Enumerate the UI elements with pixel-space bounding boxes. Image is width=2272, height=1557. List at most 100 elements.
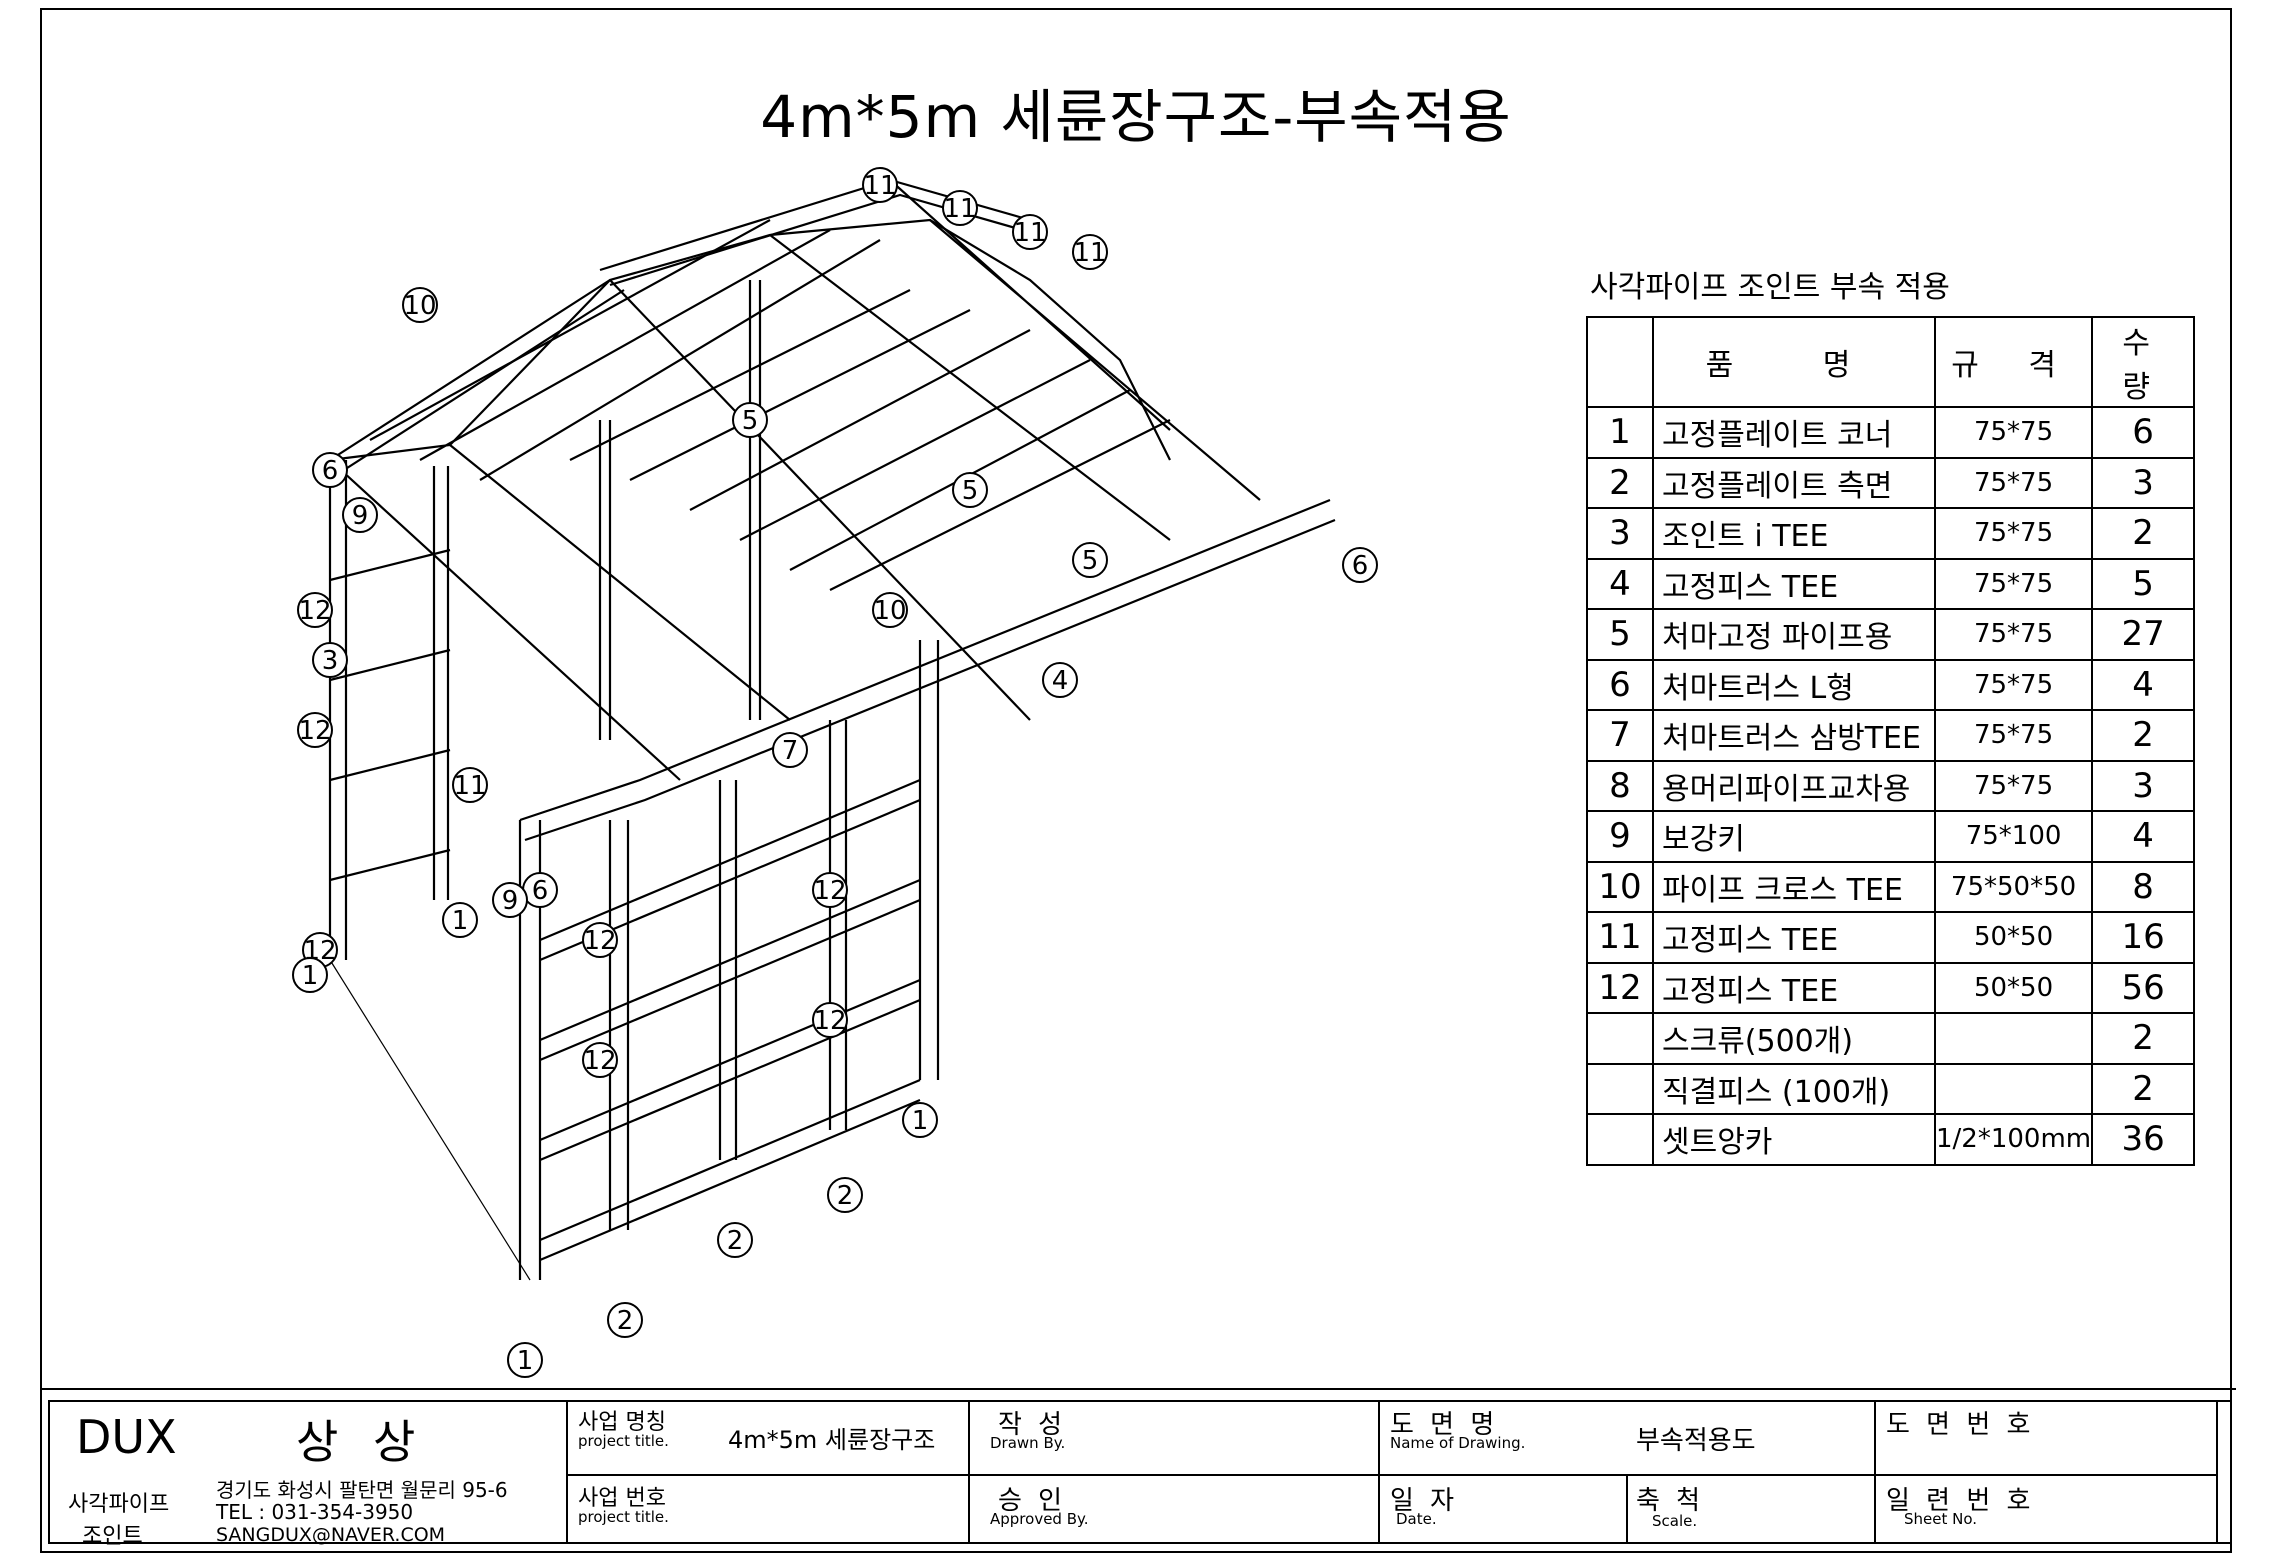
part-name: 고정플레이트 측면 [1652, 456, 1936, 509]
svg-text:11: 11 [1073, 238, 1106, 268]
outer-frame [40, 8, 2232, 1553]
part-no: 4 [1586, 557, 1654, 610]
part-qty: 4 [2091, 658, 2196, 711]
part-no: 10 [1586, 860, 1654, 913]
svg-text:12: 12 [298, 596, 331, 626]
part-name: 처마트러스 삼방TEE [1652, 709, 1936, 762]
part-qty: 2 [2091, 507, 2196, 560]
project-name-label-en: project title. [578, 1432, 669, 1450]
project-name-value: 4m*5m 세륜장구조 [728, 1426, 936, 1454]
drawing-name-label-en: Name of Drawing. [1390, 1434, 1526, 1452]
part-qty: 3 [2091, 456, 2196, 509]
drawn-by-label-en: Drawn By. [990, 1434, 1066, 1452]
svg-text:1: 1 [517, 1346, 534, 1376]
parts-table-caption: 사각파이프 조인트 부속 적용 [1590, 270, 1950, 305]
svg-text:3: 3 [322, 646, 339, 676]
part-no: 7 [1586, 709, 1654, 762]
svg-text:7: 7 [782, 736, 799, 766]
part-spec: 75*75 [1933, 406, 2094, 459]
svg-text:11: 11 [1013, 218, 1046, 248]
scale-label: 축 척 [1636, 1486, 1705, 1516]
structure-svg: 11 11 11 11 10 6 9 6 5 5 5 10 4 7 6 9 11… [292, 167, 1378, 1378]
part-no: 6 [1586, 658, 1654, 711]
part-no: 11 [1586, 911, 1654, 964]
part-qty: 36 [2091, 1113, 2196, 1166]
structure-frame [328, 178, 1336, 1281]
svg-text:12: 12 [583, 1046, 616, 1076]
part-no: 9 [1586, 810, 1654, 863]
svg-text:6: 6 [532, 876, 549, 906]
header-spec: 규 격 [1933, 316, 2094, 408]
part-spec: 50*50 [1933, 911, 2094, 964]
company-email: SANGDUX@NAVER.COM [216, 1524, 446, 1546]
project-no-label: 사업 번호 [578, 1486, 666, 1511]
svg-text:2: 2 [837, 1181, 854, 1211]
part-qty: 6 [2091, 406, 2196, 459]
part-no [1586, 1012, 1654, 1065]
part-spec: 75*75 [1933, 456, 2094, 509]
part-name: 보강키 [1652, 810, 1936, 863]
project-name-label: 사업 명칭 [578, 1410, 666, 1435]
approved-by-label-en: Approved By. [990, 1510, 1089, 1528]
svg-text:6: 6 [322, 456, 339, 486]
product-line-1: 사각파이프 [68, 1492, 170, 1517]
project-no-label-en: project title. [578, 1508, 669, 1526]
drawing-no-label: 도 면 번 호 [1886, 1410, 2035, 1440]
svg-text:11: 11 [453, 771, 486, 801]
part-qty: 2 [2091, 1012, 2196, 1065]
part-name: 고정피스 TEE [1652, 961, 1936, 1014]
drawing-name-value: 부속적용도 [1636, 1426, 1756, 1456]
company-address: 경기도 화성시 팔탄면 월문리 95-6 [216, 1478, 508, 1502]
part-qty: 2 [2091, 709, 2196, 762]
part-spec: 75*75 [1933, 759, 2094, 812]
part-spec: 75*75 [1933, 507, 2094, 560]
svg-text:1: 1 [452, 906, 469, 936]
part-no: 3 [1586, 507, 1654, 560]
company-name: 상 상 [296, 1415, 426, 1469]
part-spec: 1/2*100mm [1933, 1113, 2094, 1166]
svg-text:2: 2 [727, 1226, 744, 1256]
part-name: 처마고정 파이프용 [1652, 608, 1936, 661]
part-spec: 75*75 [1933, 709, 2094, 762]
svg-text:9: 9 [352, 501, 369, 531]
svg-text:11: 11 [863, 171, 896, 201]
part-no: 2 [1586, 456, 1654, 509]
structure-drawing: 11 11 11 11 10 6 9 6 5 5 5 10 4 7 6 9 11… [270, 160, 1400, 1390]
part-name: 용머리파이프교차용 [1652, 759, 1936, 812]
title-block: DUX 상 상 사각파이프 조인트 경기도 화성시 팔탄면 월문리 95-6 T… [40, 1388, 2236, 1549]
scale-label-en: Scale. [1652, 1512, 1698, 1530]
date-label-en: Date. [1396, 1510, 1437, 1528]
part-name: 조인트 i TEE [1652, 507, 1936, 560]
svg-text:11: 11 [943, 194, 976, 224]
svg-text:4: 4 [1052, 666, 1069, 696]
part-qty: 2 [2091, 1062, 2196, 1115]
title-block-top-rule [40, 1388, 2236, 1390]
part-no [1586, 1062, 1654, 1115]
svg-text:12: 12 [813, 1006, 846, 1036]
product-line-2: 조인트 [82, 1524, 143, 1549]
drawing-name-label: 도 면 명 [1390, 1410, 1499, 1440]
parts-table-header-row: 품 명 규 격 수 량 [1586, 316, 2196, 408]
part-name: 직결피스 (100개) [1652, 1062, 1936, 1115]
drawn-by-label: 작 성 [998, 1410, 1067, 1440]
part-name: 고정피스 TEE [1652, 911, 1936, 964]
svg-text:5: 5 [962, 476, 979, 506]
part-no: 1 [1586, 406, 1654, 459]
part-spec: 75*100 [1933, 810, 2094, 863]
parts-table-row: 스크류(500개)2 [1586, 1012, 2196, 1065]
